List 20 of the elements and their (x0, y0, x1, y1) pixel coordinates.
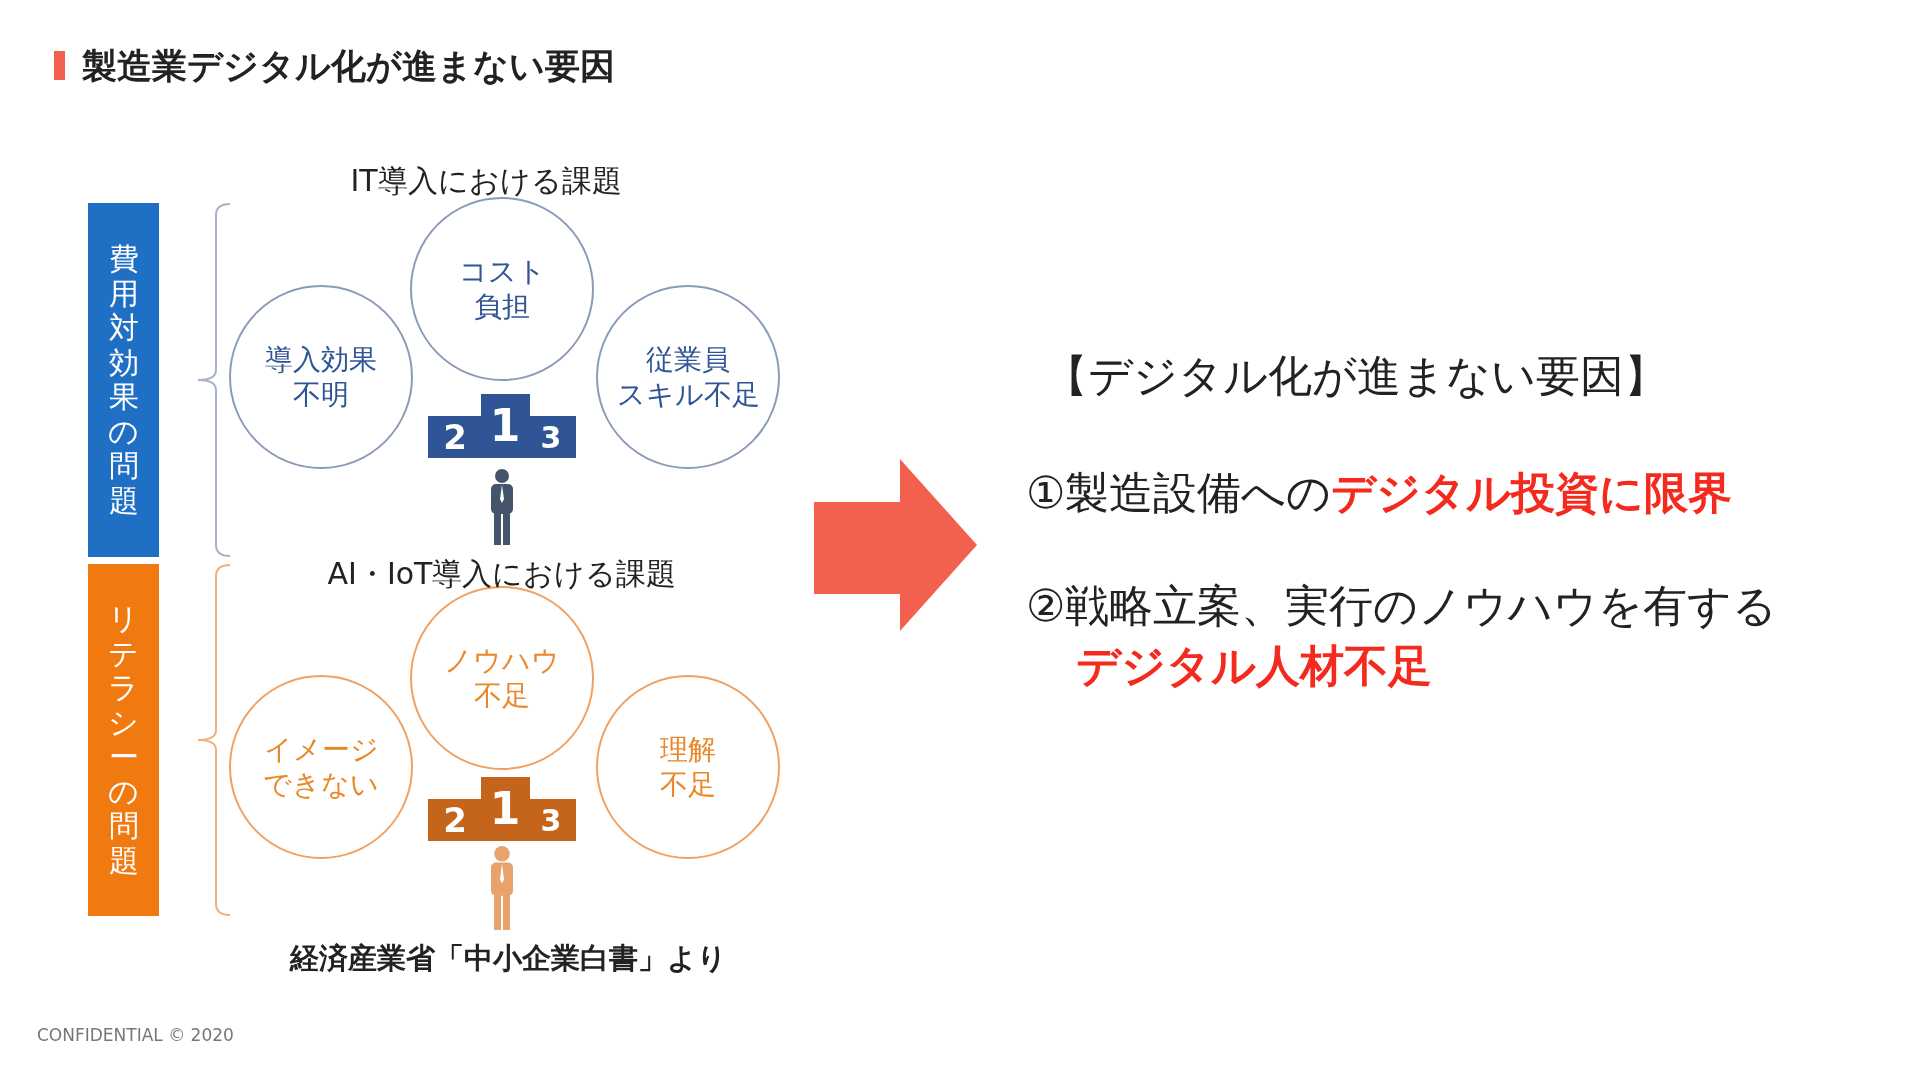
side-band: 費用対効果の問題 (88, 203, 159, 557)
side-band: リテラシーの問題 (88, 564, 159, 916)
factor-text: ②戦略立案、実行のノウハウを有するデジタル人材不足 (1026, 579, 1778, 693)
topic-circle: 理解不足 (596, 675, 780, 859)
rank-number: 3 (540, 802, 562, 838)
topic-circle: イメージできない (229, 675, 413, 859)
title: 製造業デジタル化が進まない要因 (82, 45, 615, 88)
rank-number: 3 (540, 419, 562, 455)
topic-circle: 従業員スキル不足 (596, 285, 780, 469)
caption-text: IT導入における課題 (350, 163, 622, 199)
rank-number: 2 (443, 800, 467, 840)
topic-circle: コスト負担 (410, 197, 594, 381)
rank-number: 2 (443, 417, 467, 457)
caption-text: 経済産業省「中小企業白書」より (289, 940, 727, 976)
topic-circle: 導入効果不明 (229, 285, 413, 469)
footer-text: CONFIDENTIAL © 2020 (37, 1024, 234, 1046)
rank-number: 1 (489, 399, 521, 451)
factor-text: ①製造設備へのデジタル投資に限界 (1026, 466, 1733, 520)
heading-text: 【デジタル化が進まない要因】 (1044, 349, 1668, 403)
rank-number: 1 (489, 782, 521, 834)
